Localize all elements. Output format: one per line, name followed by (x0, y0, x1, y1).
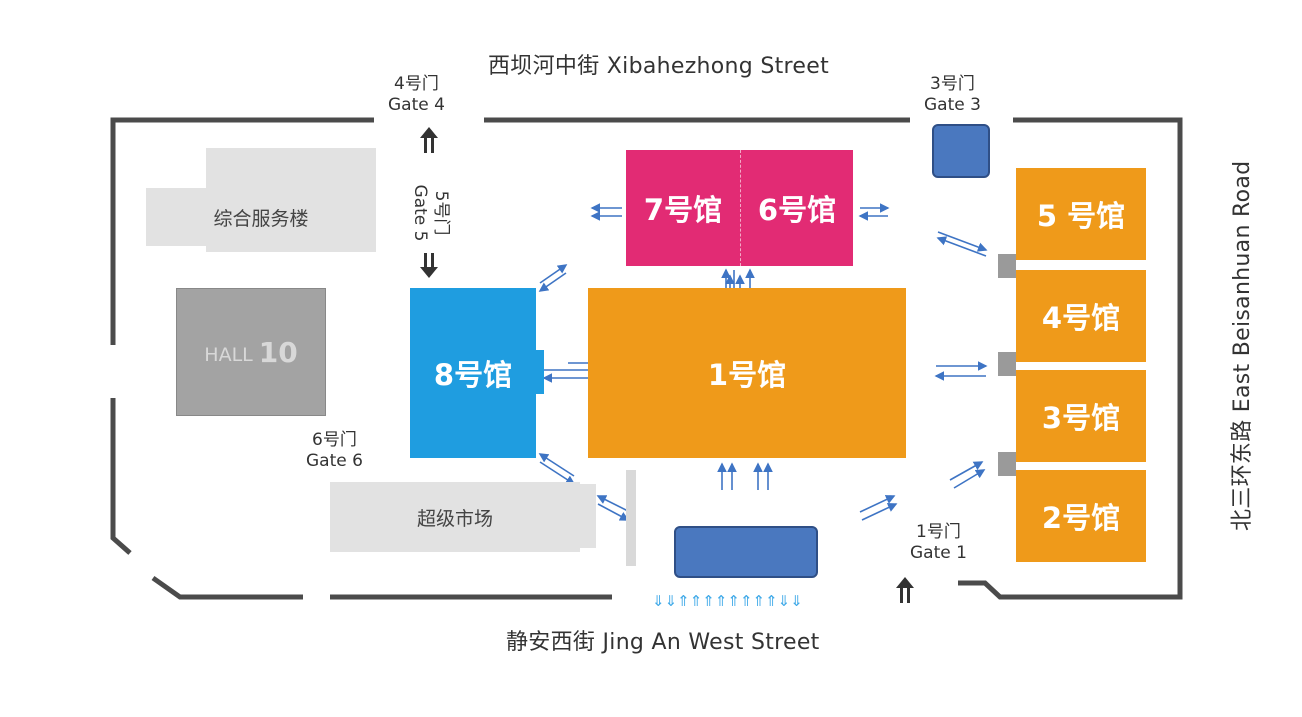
south-entrance-arrows: ⇓⇓⇑⇑⇑⇑⇑⇑⇑⇑⇓⇓ (652, 592, 803, 610)
gate-arrows-dark (420, 127, 914, 603)
gate1-arrow-up-icon (896, 577, 914, 603)
supermarket: 超级市场 (330, 482, 580, 552)
gate5-arrow-down-icon (420, 253, 438, 278)
hall-4[interactable]: 4号馆 (1016, 270, 1146, 362)
hall-3[interactable]: 3号馆 (1016, 370, 1146, 462)
supermarket-label: 超级市场 (416, 507, 493, 530)
hall-5[interactable]: 5 号馆 (1016, 168, 1146, 260)
hall-1-label: 1号馆 (707, 358, 787, 392)
hall-10-word: HALL (204, 344, 253, 366)
gate4-arrow-up-icon (420, 127, 438, 153)
north-street-label: 西坝河中街 Xibahezhong Street (488, 54, 830, 79)
hall-3-label: 3号馆 (1041, 401, 1121, 435)
perimeter-wall (110, 117, 1183, 600)
hall-7[interactable]: 7号馆 (626, 150, 741, 266)
hall-10[interactable]: HALL 10 (176, 288, 326, 416)
divider-wall (626, 470, 636, 566)
service-building-label: 综合服务楼 (213, 207, 309, 230)
hall-10-number: 10 (258, 335, 298, 369)
hall-2[interactable]: 2号馆 (1016, 470, 1146, 562)
hall-8-label: 8号馆 (433, 358, 513, 392)
hall-6-label: 6号馆 (757, 193, 837, 227)
hall-7-label: 7号馆 (643, 193, 723, 227)
hall-5-connector (998, 254, 1016, 278)
hall-1[interactable]: 1号馆 (588, 288, 906, 458)
hall-3-connector (998, 452, 1016, 476)
hall-4-label: 4号馆 (1041, 301, 1121, 335)
hall-8[interactable]: 8号馆 (410, 288, 536, 458)
hall-6[interactable]: 6号馆 (741, 150, 853, 266)
hall-5-label: 5 号馆 (1036, 199, 1126, 233)
service-building: 综合服务楼 (146, 188, 376, 246)
hall-4-connector (998, 352, 1016, 376)
south-street-label: 静安西街 Jing An West Street (506, 630, 820, 655)
gate3-entrance-block (932, 124, 990, 178)
hall-2-label: 2号馆 (1041, 501, 1121, 535)
svg-text:⇓⇓⇑⇑⇑⇑⇑⇑⇑⇑⇓⇓: ⇓⇓⇑⇑⇑⇑⇑⇑⇑⇑⇓⇓ (652, 592, 803, 610)
south-entrance-block (674, 526, 818, 578)
